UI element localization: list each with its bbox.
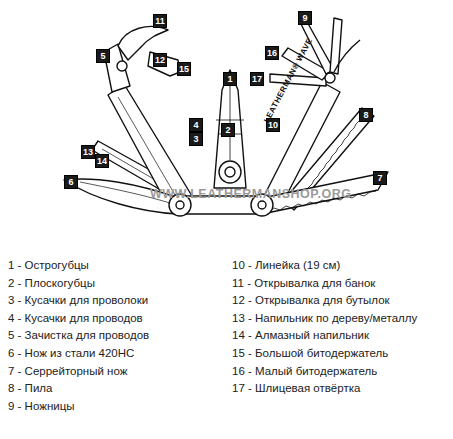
callout-number: 12 — [153, 53, 167, 67]
callout-number: 9 — [298, 11, 312, 25]
watermark: WWW.LEATHERMANSHOP.ORG — [150, 187, 352, 201]
callout-text: 14 — [97, 156, 107, 166]
callout-text: 6 — [68, 177, 73, 187]
legend-entry: 10 - Линейка (19 см) — [232, 259, 340, 271]
legend-entry: 5 - Зачистка для проводов — [8, 329, 149, 341]
legend-entry: 17 - Шлицевая отвёртка — [232, 382, 360, 394]
legend-entry: 8 - Пила — [8, 382, 52, 394]
callout-number: 6 — [64, 175, 78, 189]
pivot-pin — [176, 201, 184, 209]
callout-text: 4 — [193, 120, 198, 130]
callout-number: 17 — [250, 72, 264, 86]
legend-entry: 13 - Напильник по дереву/металлу — [232, 312, 417, 324]
callout-number: 2 — [221, 123, 235, 137]
callout-text: 17 — [252, 74, 262, 84]
callout-number: 5 — [96, 49, 110, 63]
legend-entry: 7 - Серрейторный нож — [8, 365, 127, 377]
callout-text: 7 — [377, 173, 382, 183]
callout-text: 9 — [302, 13, 307, 23]
legend-entry: 15 - Большой битодержатель — [232, 347, 388, 359]
pliers-jaws — [214, 70, 246, 188]
pliers-pivot — [219, 161, 241, 183]
callout-text: 13 — [83, 147, 93, 157]
callout-text: 5 — [100, 51, 105, 61]
callout-number: 8 — [359, 108, 373, 122]
callout-text: 1 — [227, 74, 232, 84]
callout-number: 14 — [95, 154, 109, 168]
pivot-pin — [325, 73, 335, 83]
callout-text: 3 — [193, 134, 198, 144]
legend-entry: 4 - Кусачки для проводов — [8, 312, 143, 324]
callout-text: 16 — [267, 48, 277, 58]
callout-text: 2 — [225, 125, 230, 135]
callout-text: 15 — [179, 64, 189, 74]
callout-number: 7 — [373, 171, 387, 185]
callout-number: 15 — [177, 62, 191, 76]
callout-number: 3 — [189, 132, 203, 146]
legend-entry: 12 - Открывалка для бутылок — [232, 294, 390, 306]
callout-number: 13 — [81, 145, 95, 159]
callout-number: 11 — [153, 14, 167, 28]
callout-number: 4 — [189, 118, 203, 132]
legend-entry: 2 - Плоскогубцы — [8, 277, 95, 289]
legend-entry: 6 - Нож из стали 420НС — [8, 347, 134, 359]
legend-entry: 1 - Острогубцы — [8, 259, 89, 271]
legend-entry: 14 - Алмазный напильник — [232, 329, 369, 341]
callout-text: 11 — [155, 16, 165, 26]
jaw-gap — [230, 74, 231, 160]
callout-number: 16 — [265, 46, 279, 60]
pivot-pin — [258, 201, 266, 209]
pivot-pin — [117, 61, 127, 71]
callout-number: 1 — [223, 72, 237, 86]
scissors-blade — [330, 18, 342, 74]
legend-entry: 3 - Кусачки для проволоки — [8, 294, 148, 306]
scissors-spring — [334, 40, 360, 72]
bit — [148, 52, 180, 76]
legend-entry: 11 - Открывалка для банок — [232, 277, 375, 289]
callout-text: 8 — [363, 110, 368, 120]
pivot-pin — [225, 167, 235, 177]
callout-text: 12 — [155, 55, 165, 65]
legend-entry: 9 - Ножницы — [8, 400, 75, 412]
legend-entry: 16 - Малый битодержатель — [232, 365, 377, 377]
